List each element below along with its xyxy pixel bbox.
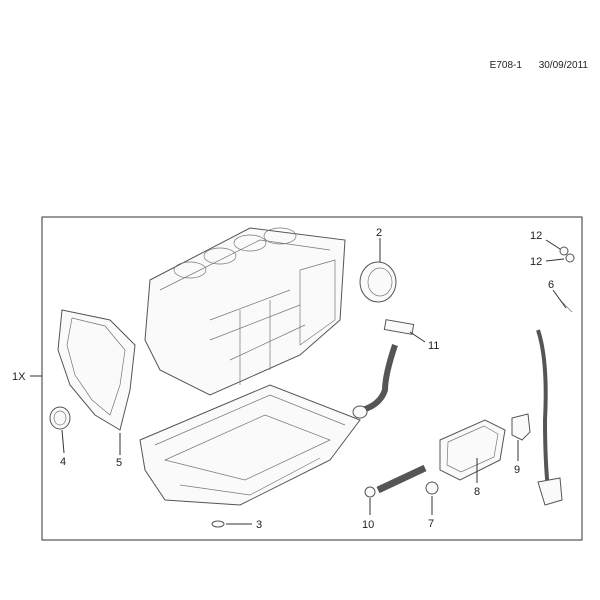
- ring-12b-drawing: [565, 253, 575, 263]
- diagram-header: E708-1 30/09/2011: [476, 60, 588, 71]
- cooler-gasket-drawing: [439, 419, 506, 481]
- gasket-drawing: [57, 309, 136, 431]
- seal-9-drawing: [511, 413, 531, 441]
- oil-pan-drawing: [139, 384, 361, 506]
- callout-6: 6: [548, 279, 554, 291]
- diagram-id: E708-1: [489, 60, 522, 71]
- callout-12a: 12: [530, 230, 542, 242]
- callout-4: 4: [60, 456, 66, 468]
- callout-12b: 12: [530, 256, 542, 268]
- seal-ring-drawing: [49, 406, 71, 430]
- ring-12a-drawing: [559, 246, 569, 256]
- washer-3-drawing: [211, 520, 225, 528]
- diagram-frame: [41, 216, 583, 541]
- diagram-date: 30/09/2011: [538, 60, 588, 71]
- callout-2: 2: [376, 227, 382, 239]
- engine-block-drawing: [144, 227, 346, 396]
- tube-drawing: [364, 464, 427, 498]
- callout-1x: 1X: [12, 371, 26, 383]
- dipstick-tube-drawing: [536, 299, 573, 506]
- callout-11: 11: [428, 340, 439, 352]
- oil-pipe-drawing: [352, 319, 415, 419]
- callout-7: 7: [428, 518, 434, 530]
- callout-8: 8: [474, 486, 480, 498]
- callout-10: 10: [362, 519, 374, 531]
- callout-3: 3: [256, 519, 262, 531]
- callout-5: 5: [116, 457, 122, 469]
- callout-9: 9: [514, 464, 520, 476]
- ring-7-drawing: [425, 481, 439, 495]
- rear-seal-drawing: [359, 261, 397, 303]
